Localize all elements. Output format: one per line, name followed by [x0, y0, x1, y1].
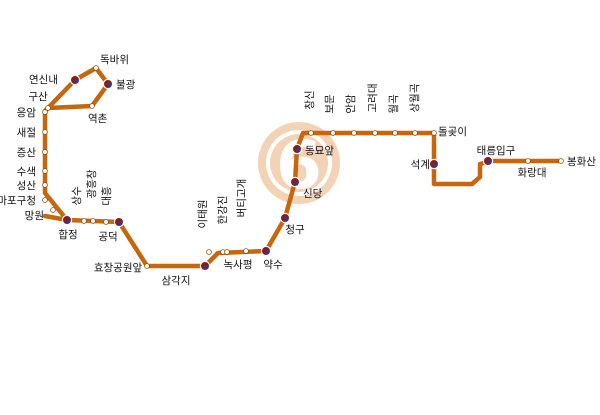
station-marker[interactable]: [90, 218, 96, 224]
station-label: 상월곡: [409, 83, 421, 112]
station-marker[interactable]: [42, 168, 48, 174]
station-label: 녹사평: [224, 259, 253, 271]
station-marker[interactable]: [93, 65, 99, 71]
station-label: 공덕: [98, 231, 117, 243]
station-label: 이태원: [197, 200, 209, 229]
station-marker[interactable]: [81, 218, 87, 224]
station-marker[interactable]: [89, 103, 95, 109]
station-label: 구산: [28, 91, 48, 103]
station-marker[interactable]: [412, 130, 418, 136]
transfer-station-marker[interactable]: [428, 158, 440, 170]
station-label: 불광: [116, 79, 136, 91]
station-marker[interactable]: [308, 130, 314, 136]
station-marker[interactable]: [42, 182, 48, 188]
station-label: 대흥: [100, 186, 113, 206]
transfer-station-marker[interactable]: [199, 260, 211, 272]
station-label: 버티고개: [236, 179, 248, 218]
station-marker[interactable]: [45, 105, 51, 111]
transfer-station-marker[interactable]: [113, 216, 125, 228]
transfer-station-marker[interactable]: [260, 245, 272, 257]
transfer-station-marker[interactable]: [289, 176, 301, 188]
station-label: 창신: [304, 90, 316, 109]
station-marker[interactable]: [42, 197, 48, 203]
station-marker[interactable]: [42, 129, 48, 135]
station-marker[interactable]: [144, 263, 150, 269]
station-marker[interactable]: [42, 109, 48, 115]
station-label: 안암: [345, 94, 357, 114]
station-marker[interactable]: [392, 130, 398, 136]
station-label: 수색: [17, 166, 36, 178]
station-marker[interactable]: [42, 149, 48, 155]
route-main: [116, 130, 564, 269]
station-label: 태릉입구: [477, 144, 516, 157]
station-marker[interactable]: [330, 130, 336, 136]
station-label: 광흥창: [85, 169, 98, 198]
transfer-station-marker[interactable]: [482, 155, 494, 167]
station-label: 화랑대: [518, 167, 547, 179]
transfer-station-marker[interactable]: [102, 78, 114, 90]
station-label: 석계: [411, 159, 430, 171]
line-number-badge: 6: [258, 122, 340, 204]
station-marker[interactable]: [103, 219, 109, 225]
station-label: 효창공원앞: [94, 262, 143, 274]
station-label: 돌곶이: [438, 126, 467, 138]
station-marker[interactable]: [50, 207, 56, 213]
station-marker[interactable]: [224, 249, 230, 255]
station-marker[interactable]: [206, 249, 212, 255]
station-label: 역촌: [88, 113, 108, 125]
station-label: 청구: [285, 224, 305, 236]
station-label: 성산: [17, 180, 37, 192]
station-label: 상수: [71, 186, 83, 206]
transfer-station-marker[interactable]: [61, 214, 73, 226]
station-label: 고려대: [367, 84, 379, 113]
station-marker[interactable]: [351, 130, 357, 136]
station-label: 봉화산: [567, 156, 596, 168]
station-marker[interactable]: [525, 158, 531, 164]
station-label: 망원: [25, 210, 44, 222]
station-label: 한강진: [217, 196, 229, 225]
station-label: 동묘앞: [305, 145, 334, 157]
station-label: 응암: [17, 107, 37, 119]
station-label: 약수: [263, 259, 283, 271]
station-label: 보문: [324, 94, 336, 114]
station-marker[interactable]: [558, 158, 564, 164]
station-marker[interactable]: [372, 130, 378, 136]
station-label: 증산: [17, 147, 37, 159]
station-marker[interactable]: [243, 248, 249, 254]
station-label: 월곡: [388, 94, 400, 114]
transfer-station-marker[interactable]: [279, 212, 291, 224]
transfer-station-marker[interactable]: [69, 74, 81, 86]
transfer-station-marker[interactable]: [291, 143, 303, 155]
station-label: 신당: [303, 188, 323, 200]
station-label: 독바위: [100, 53, 129, 66]
station-label: 새절: [17, 126, 36, 139]
station-marker[interactable]: [431, 130, 437, 136]
station-label: 연신내: [29, 74, 58, 86]
station-label: 합정: [58, 229, 77, 241]
station-label: 삼각지: [162, 275, 191, 287]
station-label: 마포구청: [0, 195, 36, 207]
